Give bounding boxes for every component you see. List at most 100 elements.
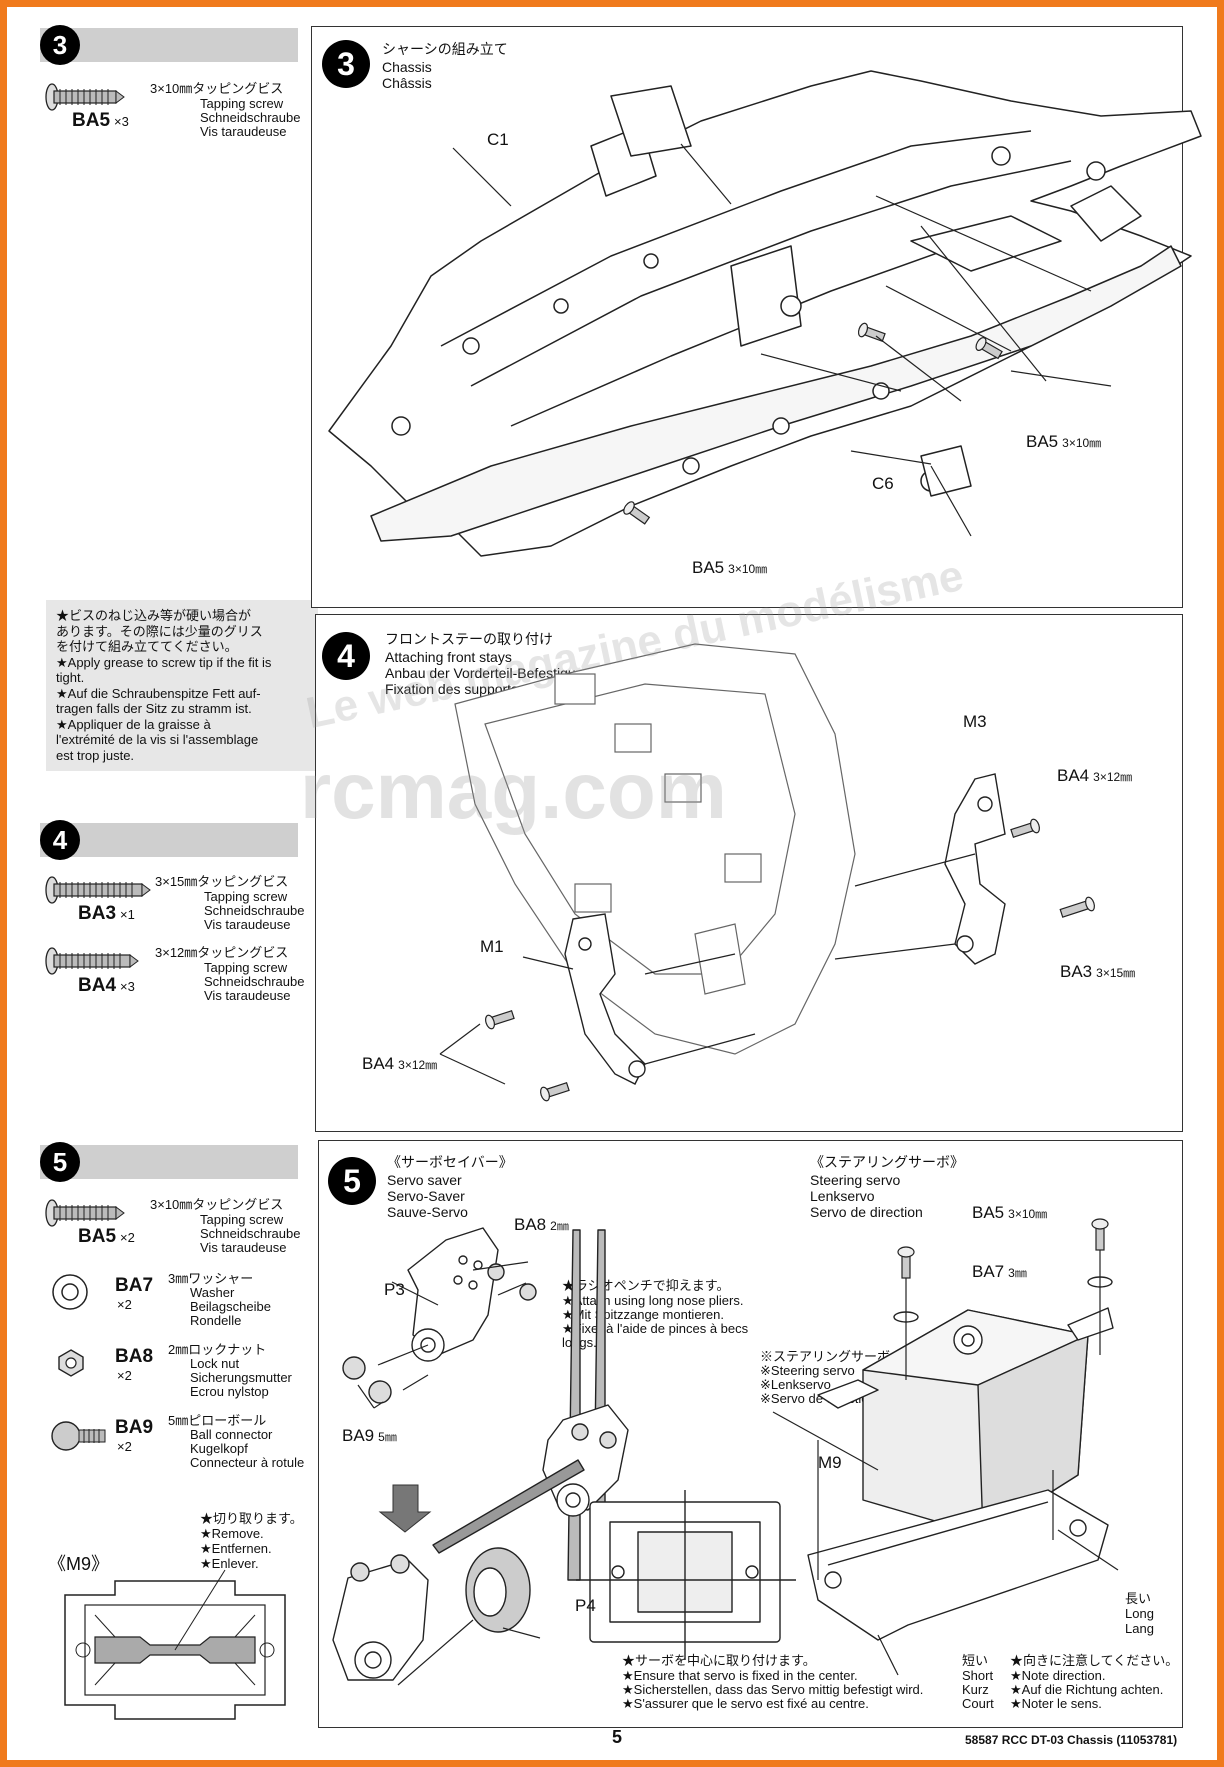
label-p3: P3 [384,1280,405,1299]
tapping-screw-icon-2 [45,1199,125,1227]
saver-fr: Sauve-Servo [387,1204,468,1220]
lock-nut-icon [58,1349,84,1377]
ba7-fr: Rondelle [190,1313,242,1328]
grease-note: ★ビスのねじ込み等が硬い場合が あります。その際には少量のグリス を付けて組み立… [46,600,318,771]
page-number: 5 [612,1727,623,1747]
servo-note-de: ※Lenkservo [760,1377,831,1392]
step5-parts-number: 5 [40,1142,80,1182]
pliers-fr1: ★Fixer à l'aide de pinces à becs [562,1321,749,1336]
step3-title-jp: シャーシの組み立て [382,41,508,57]
ba5-code: BA5×3 [72,110,129,131]
ba7-code: BA7 [115,1275,154,1296]
center-fr: ★S'assurer que le servo est fixé au cent… [622,1696,869,1711]
medium-screw-icon [45,947,139,975]
ba4-fr: Vis taraudeuse [204,988,291,1003]
cut-part-label: 《M9》 [48,1554,110,1574]
ba8-qty: ×2 [117,1368,132,1383]
servo-note-en: ※Steering servo [760,1363,855,1378]
step5-number: 5 [328,1157,376,1205]
saver-jp: 《サーボセイバー》 [387,1154,513,1170]
step3-parts-number: 3 [40,25,80,65]
ba3-fr: Vis taraudeuse [204,917,291,932]
long-jp: 長い [1125,1591,1152,1606]
ba5-en-2: Tapping screw [200,1212,284,1227]
step3-title-en: Chassis [382,59,432,75]
cut-de: ★Entfernen. [200,1541,272,1556]
long-screw-icon [45,876,151,904]
short-en: Short [962,1668,994,1683]
ba3-code: BA3×1 [78,903,135,924]
label-p4: P4 [575,1596,596,1615]
ba7-jp: 3㎜ワッシャー [168,1271,254,1286]
direction-de: ★Auf die Richtung achten. [1010,1682,1164,1697]
servo-drawing [332,1218,1119,1686]
direction-fr: ★Noter le sens. [1010,1696,1102,1711]
chassis-drawing [328,70,1202,557]
label-c6: C6 [872,474,894,493]
steer-fr: Servo de direction [810,1204,923,1220]
step4-parts-number: 4 [40,820,80,860]
pliers-en: ★Attach using long nose pliers. [562,1293,744,1308]
ba7-de: Beilagscheibe [190,1299,271,1314]
m9-cut-diagram [64,1569,286,1720]
label-c1: C1 [487,130,509,149]
cut-fr: ★Enlever. [200,1556,259,1571]
ba9-de: Kugelkopf [190,1441,248,1456]
short-jp: 短い [962,1653,989,1668]
washer-icon [52,1274,88,1310]
step4-title-de: Anbau der Vorderteil-Befestigung [385,665,592,681]
ba5-de-2: Schneidschraube [200,1226,301,1241]
center-en: ★Ensure that servo is fixed in the cente… [622,1668,858,1683]
ba8-fr: Ecrou nylstop [190,1384,269,1399]
ba5-jp: 3×10㎜タッピングビス [150,81,284,96]
long-de: Lang [1125,1621,1154,1636]
direction-en: ★Note direction. [1010,1668,1106,1683]
step3-number: 3 [322,40,370,88]
ba9-fr: Connecteur à rotule [190,1455,305,1470]
step3-parts-bar [40,28,298,62]
label-m3: M3 [963,712,987,731]
ba8-code: BA8 [115,1346,154,1367]
step4-number: 4 [322,632,370,680]
ba5-jp-2: 3×10㎜タッピングビス [150,1197,284,1212]
ba8-en: Lock nut [190,1356,240,1371]
cut-en: ★Remove. [200,1526,264,1541]
step4-title-jp: フロントステーの取り付け [385,631,553,647]
front-stays-drawing [439,643,1095,1102]
step3-title-fr: Châssis [382,75,432,91]
steer-en: Steering servo [810,1172,901,1188]
cut-jp: ★切り取ります。 [200,1511,303,1526]
ba8-jp: 2㎜ロックナット [168,1342,267,1357]
tapping-screw-icon [45,83,125,111]
ba7-qty: ×2 [117,1297,132,1312]
step5-parts-bar [40,1145,298,1179]
ba7-en: Washer [190,1285,235,1300]
label-m1: M1 [480,937,504,956]
ba4-de: Schneidschraube [204,974,305,989]
steer-jp: 《ステアリングサーボ》 [810,1154,964,1170]
steer-de: Lenkservo [810,1188,875,1204]
ba3-de: Schneidschraube [204,903,305,918]
saver-en: Servo saver [387,1172,462,1188]
ball-connector-icon [51,1421,106,1451]
ba3-en: Tapping screw [204,889,288,904]
center-jp: ★サーボを中心に取り付けます。 [622,1653,816,1668]
ba5-en: Tapping screw [200,96,284,111]
long-en: Long [1125,1606,1154,1621]
footer-ref: 58587 RCC DT-03 Chassis (11053781) [965,1733,1178,1747]
ba4-en: Tapping screw [204,960,288,975]
ba8-de: Sicherungsmutter [190,1370,292,1385]
ba4-code: BA4×3 [78,975,135,996]
short-de: Kurz [962,1682,989,1697]
ba9-qty: ×2 [117,1439,132,1454]
saver-de: Servo-Saver [387,1188,465,1204]
ba4-jp: 3×12㎜タッピングビス [155,945,289,960]
ba3-jp: 3×15㎜タッピングビス [155,874,289,889]
